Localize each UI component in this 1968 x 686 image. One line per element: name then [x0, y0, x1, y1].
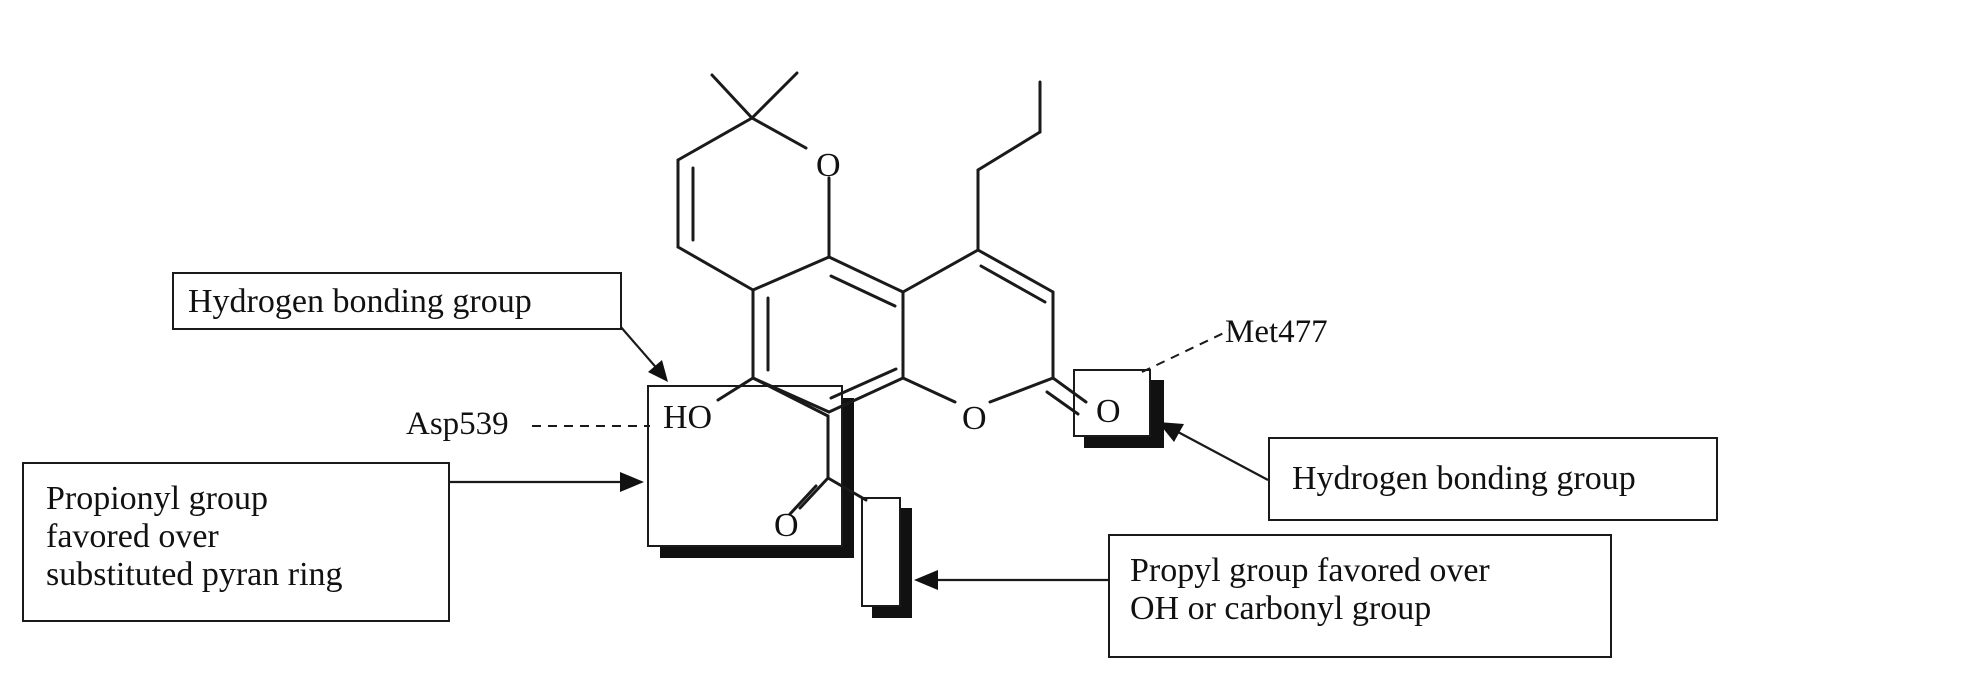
propionyl-callout: Propionyl group favored over substituted…: [22, 462, 450, 622]
propionyl-line-3: substituted pyran ring: [46, 556, 426, 594]
boxed-carbonyl-oxygen-label: O: [1096, 393, 1121, 430]
arrow-propyl: [914, 570, 1110, 590]
arrow-hbond-right: [1158, 422, 1268, 480]
propyl-line-1: Propyl group favored over: [1130, 552, 1590, 590]
pyran-oxygen-label: O: [816, 147, 841, 184]
propyl-highlight-region: [862, 498, 912, 618]
lactone-oxygen-label: O: [962, 400, 987, 437]
residue-asp539: Asp539: [406, 406, 509, 442]
propionyl-line-1: Propionyl group: [46, 480, 426, 518]
hbond-top-text: Hydrogen bonding group: [188, 283, 606, 321]
arrow-propionyl: [450, 472, 644, 492]
residue-met477: Met477: [1225, 314, 1328, 350]
propionyl-oxygen-label: O: [774, 507, 799, 544]
hbond-top-callout: Hydrogen bonding group: [172, 272, 622, 330]
hbond-right-callout: Hydrogen bonding group: [1268, 437, 1718, 521]
met477-interaction-line: [1142, 330, 1230, 372]
propyl-line-2: OH or carbonyl group: [1130, 590, 1590, 628]
arrow-hbond-top: [620, 326, 668, 382]
propyl-callout: Propyl group favored over OH or carbonyl…: [1108, 534, 1612, 658]
hbond-right-text: Hydrogen bonding group: [1292, 460, 1694, 498]
propionyl-line-2: favored over: [46, 518, 426, 556]
hydroxyl-label: HO: [663, 399, 712, 436]
